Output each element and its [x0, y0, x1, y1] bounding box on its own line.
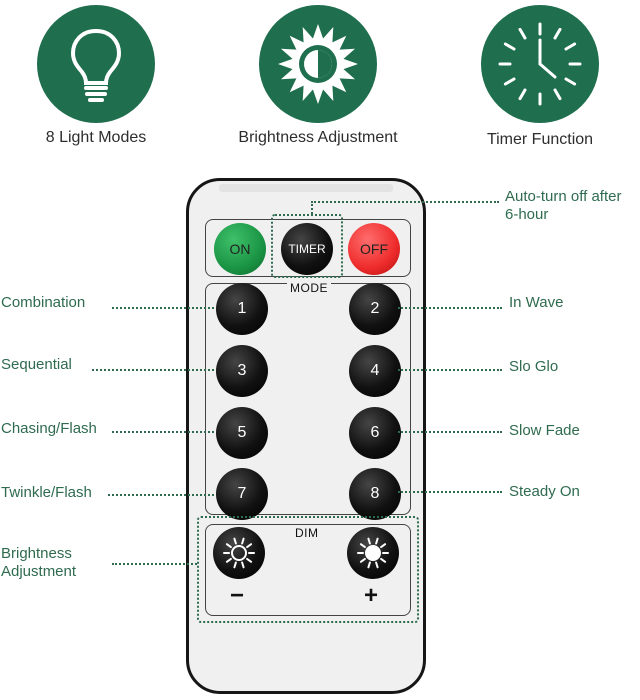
- mode-button-5[interactable]: 5: [216, 407, 268, 459]
- dim-minus-sign: −: [230, 582, 245, 609]
- mode-button-3[interactable]: 3: [216, 345, 268, 397]
- label-combination: Combination: [1, 294, 86, 311]
- leader-slow-fade: [398, 431, 502, 433]
- label-in-wave: In Wave: [509, 294, 564, 311]
- dim-title: DIM: [295, 526, 319, 540]
- label-steady-on: Steady On: [509, 483, 580, 500]
- mode-button-4[interactable]: 4: [349, 345, 401, 397]
- timer-callout-line1: Auto-turn off after: [505, 188, 622, 205]
- off-button[interactable]: OFF: [348, 223, 400, 275]
- dim-group: [205, 524, 411, 616]
- leader-brightness: [112, 563, 197, 565]
- mode-button-2[interactable]: 2: [349, 283, 401, 335]
- sun-dim-icon: [223, 537, 255, 569]
- timer-button[interactable]: TIMER: [281, 223, 333, 275]
- remote-ir-window: [219, 184, 393, 192]
- label-chasing-flash: Chasing/Flash: [1, 420, 97, 437]
- sun-bright-icon: [357, 537, 389, 569]
- timer-leader-vertical: [311, 201, 313, 214]
- light-modes-badge: [37, 5, 155, 123]
- mode-title: MODE: [287, 281, 331, 295]
- timer-leader-horizontal: [311, 201, 499, 203]
- mode-button-7[interactable]: 7: [216, 468, 268, 520]
- mode-button-1[interactable]: 1: [216, 283, 268, 335]
- brightness-callout-line1: Brightness: [1, 545, 72, 562]
- feature-label-timer: Timer Function: [486, 131, 594, 148]
- leader-combination: [112, 307, 214, 309]
- leader-slo-glo: [398, 369, 502, 371]
- dim-highlight-box: [197, 516, 419, 623]
- timer-highlight-box: [271, 214, 343, 278]
- leader-in-wave: [398, 307, 502, 309]
- brightness-badge: [259, 5, 377, 123]
- leader-chasing-flash: [112, 431, 214, 433]
- dim-down-button[interactable]: [213, 527, 265, 579]
- on-button[interactable]: ON: [214, 223, 266, 275]
- leader-sequential: [92, 369, 214, 371]
- leader-steady-on: [398, 491, 502, 493]
- timer-callout-line2: 6-hour: [505, 206, 549, 223]
- feature-label-brightness: Brightness Adjustment: [238, 129, 398, 146]
- feature-label-light-modes: 8 Light Modes: [45, 129, 147, 146]
- leader-twinkle-flash: [108, 494, 214, 496]
- light-bulb-icon: [70, 28, 122, 102]
- label-slow-fade: Slow Fade: [509, 422, 580, 439]
- mode-button-6[interactable]: 6: [349, 407, 401, 459]
- mode-button-8[interactable]: 8: [349, 468, 401, 520]
- remote-control: ON TIMER OFF MODE 1 2 3 4 5 6 7 8 DIM − …: [186, 178, 426, 694]
- label-sequential: Sequential: [1, 356, 72, 373]
- timer-badge: [481, 5, 599, 123]
- dim-up-button[interactable]: [347, 527, 399, 579]
- brightness-callout-line2: Adjustment: [1, 563, 77, 580]
- label-twinkle-flash: Twinkle/Flash: [1, 484, 92, 501]
- label-slo-glo: Slo Glo: [509, 358, 559, 375]
- dim-plus-sign: +: [364, 582, 379, 609]
- clock-icon: [498, 22, 582, 106]
- sun-brightness-icon: [278, 24, 358, 104]
